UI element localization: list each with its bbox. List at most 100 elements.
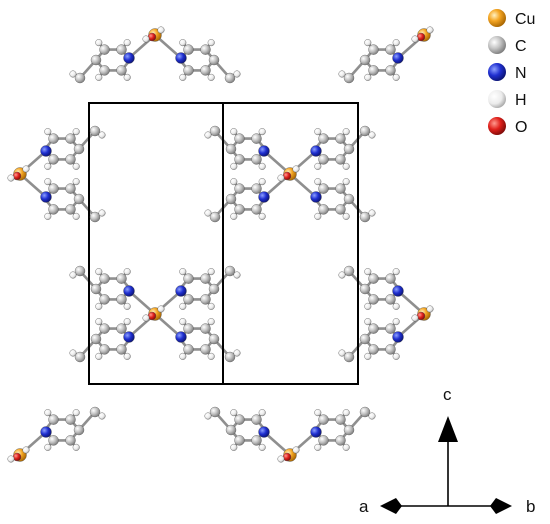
legend-swatch-h (488, 90, 506, 108)
carbon-atom (65, 133, 76, 144)
nitrogen-atom (258, 191, 270, 203)
hydrogen-atom (342, 212, 350, 220)
legend-item-h: H (488, 90, 527, 109)
carbon-atom (48, 183, 59, 194)
carbon-atom (234, 204, 245, 215)
hydrogen-atom (95, 268, 103, 276)
hydrogen-atom (204, 131, 212, 139)
hydrogen-atom (95, 302, 103, 310)
hydrogen-atom (230, 443, 238, 451)
carbon-atom (234, 133, 245, 144)
carbon-atom (99, 323, 110, 334)
nitrogen-atom (40, 191, 52, 203)
hydrogen-atom (7, 455, 15, 463)
carbon-atom (359, 125, 371, 137)
carbon-atom (343, 424, 355, 436)
carbon-atom (359, 333, 371, 345)
carbon-atom (74, 72, 86, 84)
legend-label-h: H (515, 92, 527, 109)
hydrogen-atom (258, 178, 266, 186)
legend-swatch-n (488, 63, 506, 81)
carbon-atom (368, 323, 379, 334)
hydrogen-atom (95, 352, 103, 360)
hydrogen-atom (72, 162, 80, 170)
hydrogen-atom (258, 162, 266, 170)
nitrogen-atom (123, 285, 135, 297)
hydrogen-atom (426, 305, 434, 313)
hydrogen-atom (230, 212, 238, 220)
hydrogen-atom (230, 409, 238, 417)
carbon-atom (224, 265, 236, 277)
nitrogen-atom (175, 331, 187, 343)
carbon-atom (65, 154, 76, 165)
legend-label-n: N (515, 65, 527, 82)
hydrogen-atom (22, 446, 30, 454)
carbon-atom (90, 333, 102, 345)
carbon-atom (251, 414, 262, 425)
hydrogen-atom (364, 318, 372, 326)
carbon-atom (385, 44, 396, 55)
carbon-atom (90, 54, 102, 66)
hydrogen-atom (364, 73, 372, 81)
hydrogen-atom (142, 314, 150, 322)
legend-swatch-cu (488, 9, 506, 27)
carbon-atom (368, 294, 379, 305)
hydrogen-atom (342, 162, 350, 170)
carbon-atom (209, 406, 221, 418)
hydrogen-atom (314, 409, 322, 417)
hydrogen-atom (123, 352, 131, 360)
hydrogen-atom (123, 39, 131, 47)
hydrogen-atom (230, 162, 238, 170)
nitrogen-atom (123, 52, 135, 64)
hydrogen-atom (392, 268, 400, 276)
carbon-atom (368, 44, 379, 55)
hydrogen-atom (207, 302, 215, 310)
carbon-atom (48, 414, 59, 425)
nitrogen-atom (392, 52, 404, 64)
carbon-atom (343, 143, 355, 155)
legend-label-cu: Cu (515, 11, 535, 28)
carbon-atom (385, 344, 396, 355)
hydrogen-atom (230, 128, 238, 136)
axis-a-label: a (359, 497, 369, 516)
hydrogen-atom (314, 128, 322, 136)
hydrogen-atom (72, 443, 80, 451)
carbon-atom (359, 406, 371, 418)
hydrogen-atom (342, 409, 350, 417)
carbon-atom (385, 294, 396, 305)
carbon-atom (208, 283, 220, 295)
hydrogen-atom (44, 212, 52, 220)
carbon-atom (200, 273, 211, 284)
carbon-atom (318, 154, 329, 165)
carbon-atom (65, 204, 76, 215)
hydrogen-atom (44, 128, 52, 136)
hydrogen-atom (142, 35, 150, 43)
hydrogen-atom (44, 178, 52, 186)
carbon-atom (73, 193, 85, 205)
axis-c-arrowhead (438, 416, 458, 442)
carbon-atom (208, 54, 220, 66)
legend: Cu C N H O (488, 9, 535, 136)
carbon-atom (224, 351, 236, 363)
carbon-atom (99, 294, 110, 305)
nitrogen-atom (123, 331, 135, 343)
hydrogen-atom (179, 302, 187, 310)
legend-swatch-c (488, 36, 506, 54)
carbon-atom (116, 44, 127, 55)
legend-item-cu: Cu (488, 9, 535, 28)
carbon-atom (99, 273, 110, 284)
carbon-atom (183, 294, 194, 305)
carbon-atom (225, 193, 237, 205)
carbon-atom (343, 193, 355, 205)
hydrogen-atom (258, 128, 266, 136)
carbon-atom (65, 414, 76, 425)
carbon-atom (74, 265, 86, 277)
hydrogen-atom (426, 26, 434, 34)
legend-item-n: N (488, 63, 527, 82)
carbon-atom (209, 211, 221, 223)
carbon-atom (183, 273, 194, 284)
hydrogen-atom (411, 314, 419, 322)
carbon-atom (335, 183, 346, 194)
hydrogen-atom (392, 73, 400, 81)
axis-indicator: c a b (359, 385, 535, 516)
